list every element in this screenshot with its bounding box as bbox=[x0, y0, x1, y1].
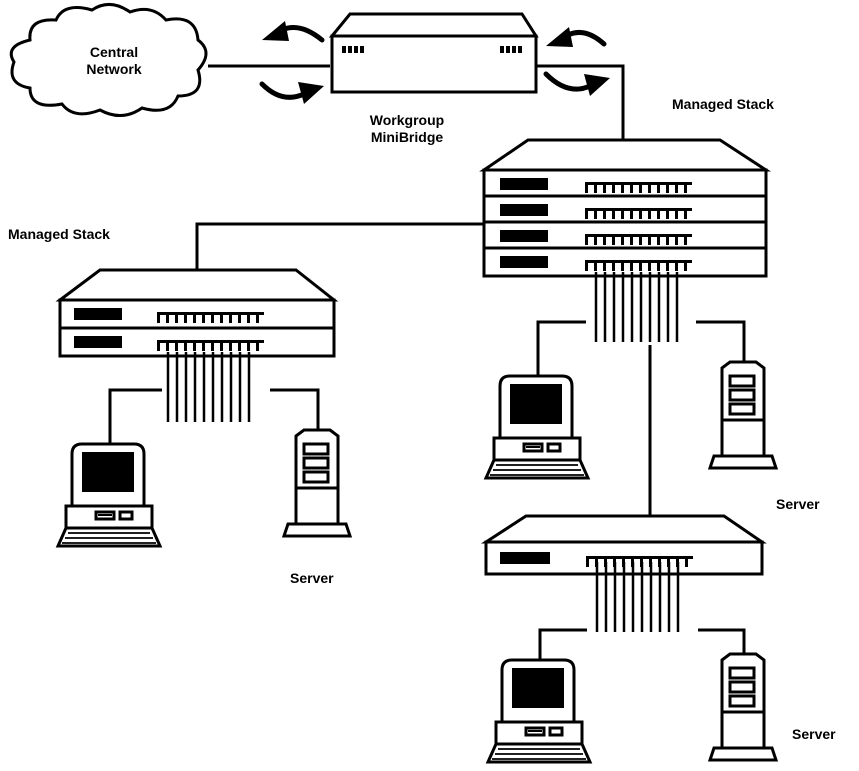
bridge-label-line1: Workgroup bbox=[369, 112, 445, 128]
network-links bbox=[108, 64, 746, 664]
cloud-icon bbox=[9, 3, 208, 117]
central-network-label-line2: Network bbox=[86, 61, 142, 77]
bridge-label: Workgroup MiniBridge bbox=[352, 112, 462, 146]
server-right-label: Server bbox=[776, 496, 820, 512]
server-tower-icon bbox=[708, 652, 778, 762]
server-tower-icon bbox=[708, 360, 778, 470]
arrow-icon bbox=[259, 21, 610, 104]
central-network-label: Central Network bbox=[78, 44, 150, 78]
central-network-label-line1: Central bbox=[89, 44, 139, 60]
server-tower-icon bbox=[282, 428, 352, 538]
stack-right-label: Managed Stack bbox=[672, 96, 774, 112]
server-bottom-label: Server bbox=[792, 726, 836, 742]
hub-stack-icon bbox=[479, 138, 772, 278]
bridge-icon bbox=[328, 12, 539, 94]
workstation-icon bbox=[486, 658, 592, 764]
stack-left-label: Managed Stack bbox=[8, 226, 110, 242]
bridge-label-line2: MiniBridge bbox=[370, 129, 444, 145]
workstation-icon bbox=[484, 374, 590, 480]
hub-stack-icon bbox=[55, 268, 339, 358]
server-left-label: Server bbox=[290, 570, 334, 586]
workstation-icon bbox=[56, 442, 162, 548]
